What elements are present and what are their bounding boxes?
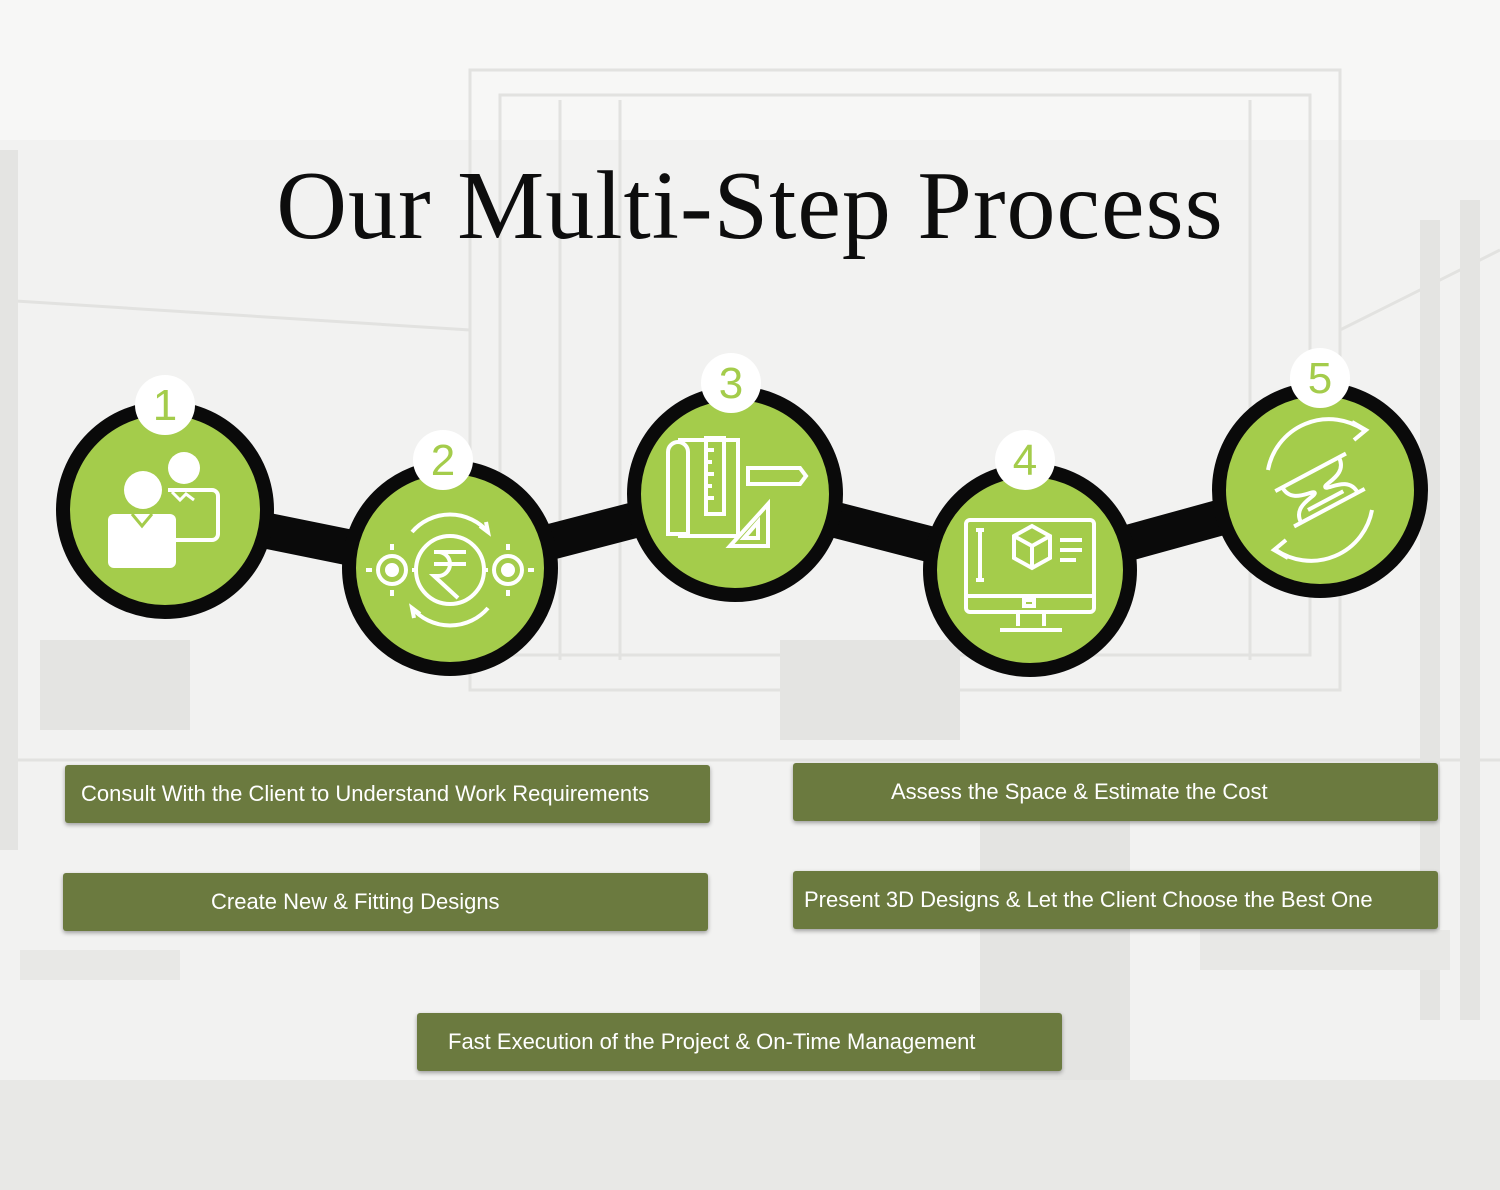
step-4: 4 bbox=[923, 430, 1137, 677]
step-1-badge bbox=[135, 375, 195, 435]
page-title: Our Multi-Step Process bbox=[276, 152, 1224, 260]
step-4-label-text: Present 3D Designs & Let the Client Choo… bbox=[804, 887, 1373, 912]
3d-monitor-icon bbox=[964, 518, 1096, 632]
step-4-label: Present 3D Designs & Let the Client Choo… bbox=[793, 871, 1438, 929]
step-2-badge bbox=[413, 430, 473, 490]
step-1-label-text: Consult With the Client to Understand Wo… bbox=[81, 781, 650, 806]
step-5: 5 bbox=[1212, 348, 1428, 598]
process-diagram: 1 2 3 bbox=[56, 348, 1428, 677]
step-2-number: 2 bbox=[431, 436, 455, 485]
step-3-number: 3 bbox=[719, 359, 743, 408]
step-1: 1 bbox=[56, 375, 274, 619]
step-2: 2 bbox=[342, 430, 558, 676]
step-4-number: 4 bbox=[1013, 436, 1037, 485]
step-4-badge bbox=[995, 430, 1055, 490]
step-3: 3 bbox=[627, 353, 843, 602]
step-5-label: Fast Execution of the Project & On-Time … bbox=[417, 1013, 1062, 1071]
step-5-badge bbox=[1290, 348, 1350, 408]
step-4-circle bbox=[923, 463, 1137, 677]
rupee-gears-icon bbox=[366, 512, 534, 628]
step-5-label-text: Fast Execution of the Project & On-Time … bbox=[448, 1029, 976, 1054]
step-1-number: 1 bbox=[153, 381, 177, 430]
blueprint-ruler-icon bbox=[666, 436, 809, 548]
step-1-circle bbox=[56, 401, 274, 619]
step-3-label-text: Create New & Fitting Designs bbox=[211, 889, 500, 914]
step-1-label: Consult With the Client to Understand Wo… bbox=[65, 765, 710, 823]
hourglass-cycle-icon bbox=[1266, 417, 1374, 563]
step-2-label: Assess the Space & Estimate the Cost bbox=[793, 763, 1438, 821]
step-5-number: 5 bbox=[1308, 354, 1332, 403]
step-3-badge bbox=[701, 353, 761, 413]
step-3-circle bbox=[627, 386, 843, 602]
consultation-people-icon bbox=[108, 452, 220, 568]
step-2-label-text: Assess the Space & Estimate the Cost bbox=[891, 779, 1268, 804]
step-3-label: Create New & Fitting Designs bbox=[63, 873, 708, 931]
